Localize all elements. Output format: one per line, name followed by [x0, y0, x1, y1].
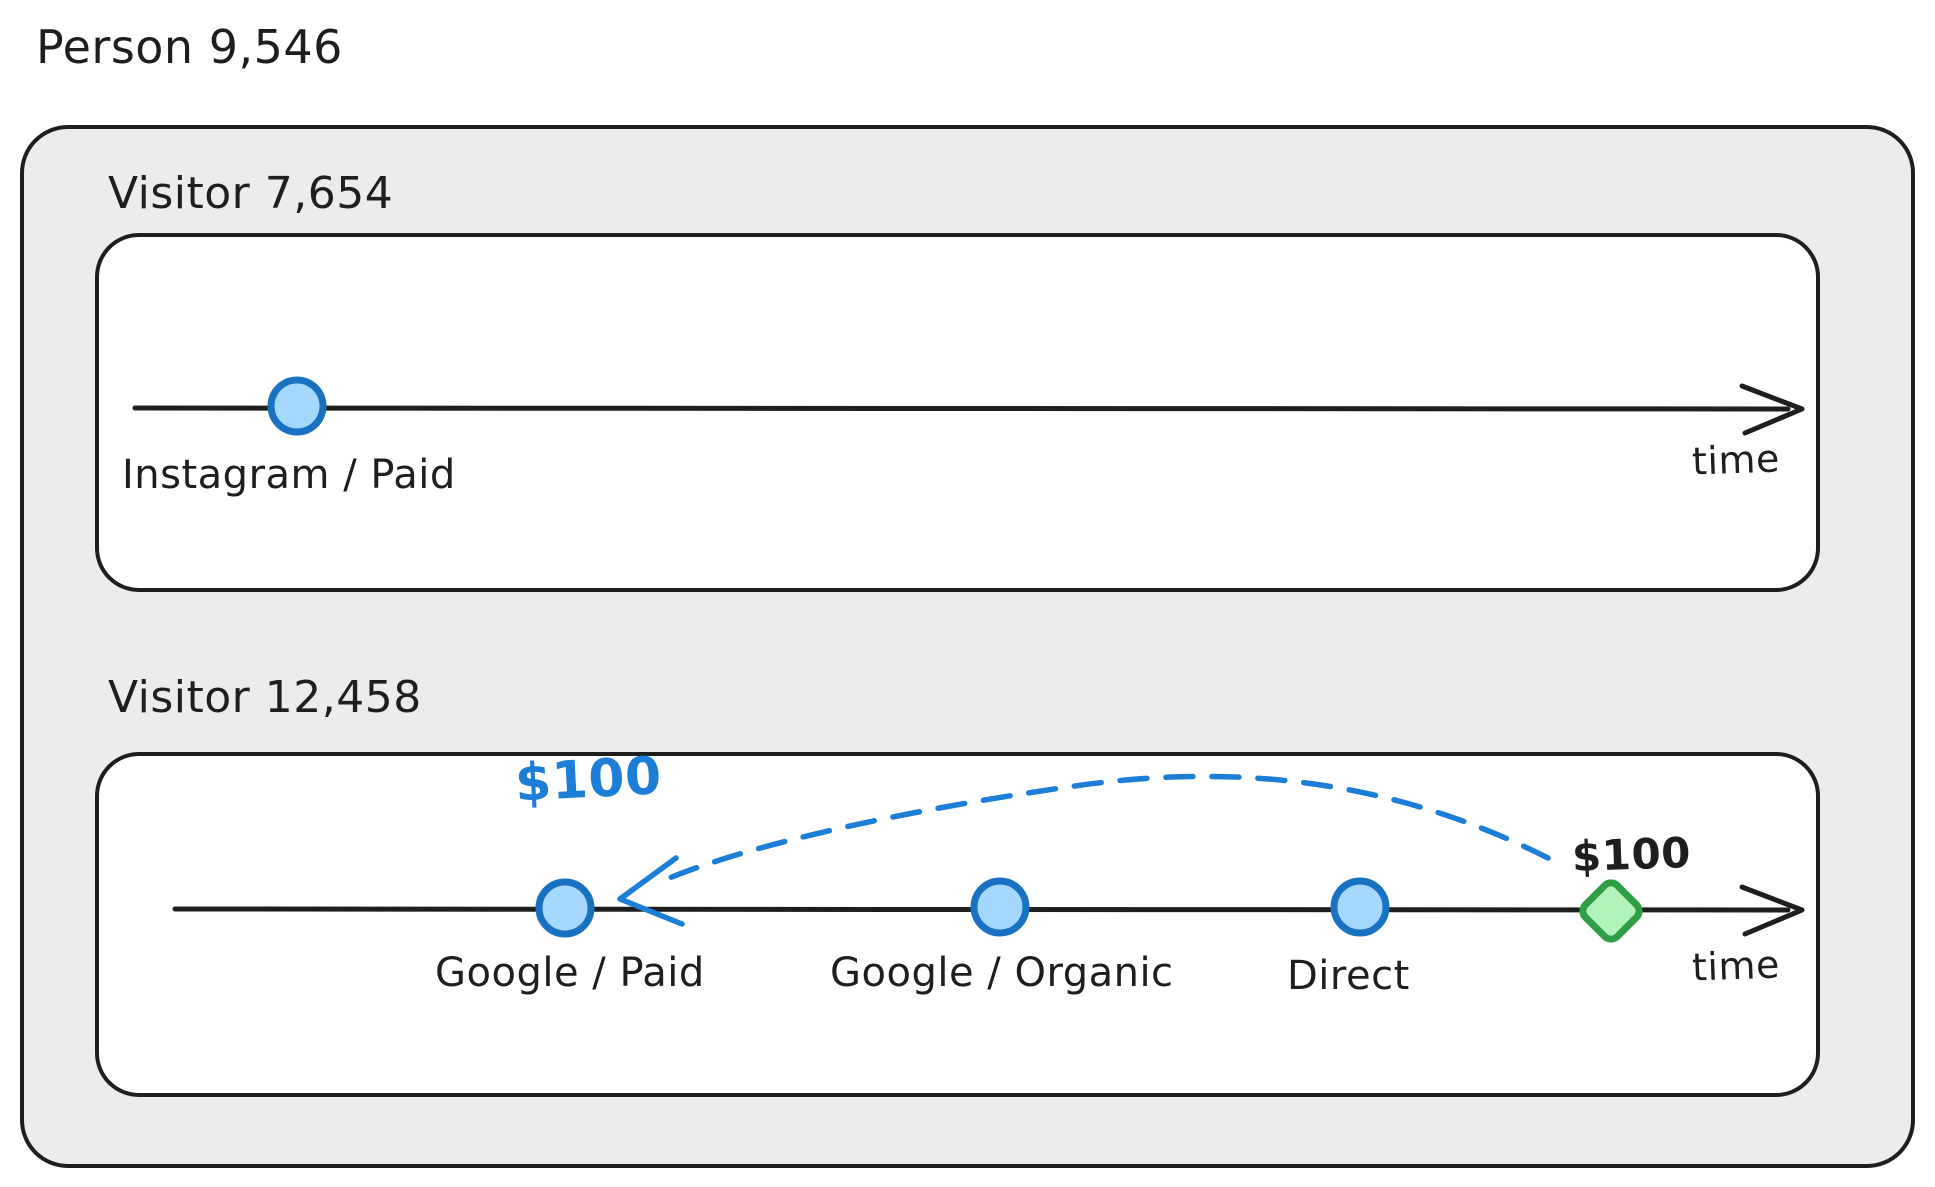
event-label-direct: Direct: [1287, 953, 1410, 999]
event-label-google-organic: Google / Organic: [830, 950, 1174, 996]
event-label-google-paid: Google / Paid: [435, 950, 705, 996]
attribution-arrow: [617, 773, 1551, 927]
attributed-amount-label: $100: [513, 746, 664, 814]
event-dot-google-paid: [535, 878, 595, 938]
visitor1-timeline-arrow: [132, 383, 1805, 436]
event-dot-google-organic: [970, 877, 1030, 937]
visitor2-label: Visitor 12,458: [108, 672, 422, 723]
visitor1-label: Visitor 7,654: [108, 168, 394, 219]
conversion-amount-label: $100: [1571, 827, 1692, 882]
time-axis-label-2: time: [1691, 942, 1781, 990]
person-title: Person 9,546: [36, 20, 343, 74]
attribution-arrowhead-icon: [617, 855, 685, 927]
visitor1-panel: [95, 233, 1820, 592]
event-label-instagram-paid: Instagram / Paid: [122, 452, 456, 498]
event-dot-direct: [1330, 877, 1390, 937]
timeline2-arrowhead-icon: [1739, 884, 1805, 937]
event-dot-instagram-paid: [267, 376, 327, 436]
time-axis-label-1: time: [1691, 436, 1781, 484]
timeline1-arrowhead-icon: [1739, 383, 1805, 436]
visitor2-panel: [95, 752, 1820, 1097]
conversion-diamond-icon: [1579, 879, 1643, 943]
